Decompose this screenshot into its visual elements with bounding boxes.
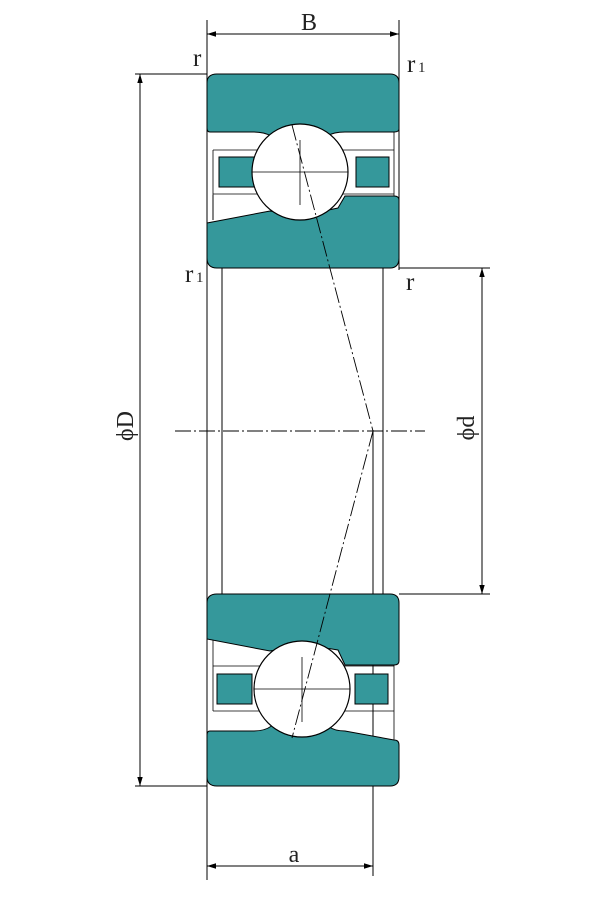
cage-left-top — [218, 156, 255, 188]
load-center-label: a — [289, 842, 300, 868]
corner-r1-label-top-right: r 1 — [407, 51, 426, 78]
cage-left-bottom — [216, 673, 253, 705]
bearing-bottom-section — [206, 593, 400, 787]
cage-right-bottom — [354, 673, 389, 705]
center-lines — [175, 124, 425, 739]
width-label: B — [301, 10, 317, 36]
cage-right-top — [355, 156, 390, 188]
dimension-labels: B r r 1 r 1 r ϕD ϕd a — [113, 10, 480, 868]
svg-text:r: r — [185, 261, 194, 288]
corner-r-label-top-left: r — [193, 45, 202, 72]
bore-diameter-label: ϕd — [454, 416, 480, 441]
corner-r-label-right: r — [406, 269, 415, 296]
inner-ring-bottom — [206, 593, 400, 666]
svg-text:1: 1 — [418, 60, 426, 76]
outer-diameter-label: ϕD — [113, 411, 139, 441]
corner-r1-label-left: r 1 — [185, 261, 204, 288]
bearing-top-section — [206, 73, 400, 269]
svg-text:r: r — [407, 51, 416, 78]
dimension-lines — [137, 31, 485, 869]
svg-text:1: 1 — [196, 270, 204, 286]
